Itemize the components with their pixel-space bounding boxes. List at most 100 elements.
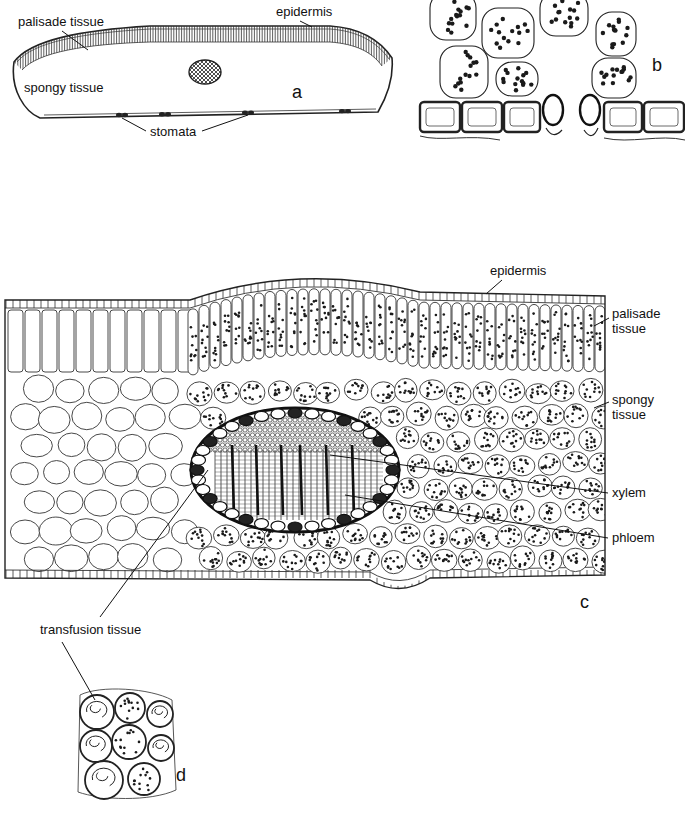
chloroplast-dot	[294, 312, 297, 315]
chloroplast-dot	[443, 417, 446, 420]
chloroplast-dot	[506, 39, 510, 43]
chloroplast-dot	[190, 326, 193, 329]
epidermal-wall	[272, 281, 273, 289]
chloroplast-dot	[512, 435, 515, 438]
spongy-cell	[579, 428, 602, 451]
chloroplast-dot	[412, 355, 415, 358]
parenchyma-cell	[106, 408, 135, 432]
chloroplast-dot	[386, 386, 389, 389]
chloroplast-dot	[404, 428, 407, 431]
chloroplast-dot	[244, 533, 247, 536]
chloroplast-dot	[454, 485, 457, 488]
parenchyma-cell	[161, 310, 176, 372]
chloroplast-dot	[217, 339, 220, 342]
chloroplast-dot	[483, 436, 486, 439]
chloroplast-dot	[458, 9, 462, 13]
chloroplast-dot	[249, 330, 252, 333]
chloroplast-dot	[466, 411, 469, 414]
chloroplast-dot	[543, 321, 546, 324]
chloroplast-dot	[477, 461, 480, 464]
chloroplast-dot	[232, 560, 235, 563]
stoma-guard-cell	[248, 111, 254, 115]
chloroplast-dot	[520, 331, 523, 334]
chloroplast-dot	[535, 323, 538, 326]
chloroplast-dot	[335, 341, 338, 344]
chloroplast-dot	[559, 492, 562, 495]
epidermal-wall	[321, 279, 322, 287]
chloroplast-dot	[522, 342, 525, 345]
epidermal-cell	[644, 102, 684, 132]
chloroplast-dot	[274, 389, 277, 392]
stoma-guard-cell	[116, 113, 122, 117]
chloroplast-dot	[278, 308, 281, 311]
chloroplast-dot	[564, 390, 567, 393]
chloroplast-dot	[500, 464, 503, 467]
epidermal-wall	[174, 570, 175, 578]
chloroplast-dot	[584, 393, 587, 396]
chloroplast-dot	[318, 392, 321, 395]
chloroplast-dot	[421, 355, 424, 358]
palisade-line	[140, 18, 141, 76]
chloroplast-dot	[459, 487, 462, 490]
epidermal-wall	[83, 570, 84, 578]
epidermal-wall	[335, 570, 336, 578]
chloroplast-dot	[555, 392, 558, 395]
chloroplast-dot	[510, 29, 514, 33]
palisade-line	[384, 18, 385, 76]
chloroplast-dot	[497, 563, 500, 566]
chloroplast-dot	[520, 317, 523, 320]
epidermal-wall	[48, 570, 49, 578]
palisade-line	[238, 18, 239, 76]
chloroplast-dot	[421, 459, 424, 462]
chloroplast-dot	[219, 422, 222, 425]
chloroplast-dot	[564, 324, 567, 327]
chloroplast-dot	[388, 308, 391, 311]
chloroplast-dot	[489, 418, 492, 421]
chloroplast-dot	[320, 318, 323, 321]
chloroplast-dot	[322, 302, 325, 305]
epidermal-wall	[34, 570, 35, 578]
spongy-cell	[186, 527, 212, 549]
spongy-cell	[344, 379, 368, 400]
epidermal-wall	[104, 300, 105, 308]
chloroplast-dot	[593, 507, 596, 510]
chloroplast-dot	[557, 10, 561, 14]
chloroplast-dot	[346, 336, 349, 339]
chloroplast-dot	[382, 394, 385, 397]
chloroplast-dot	[594, 445, 597, 448]
chloroplast-dot	[581, 516, 584, 519]
chloroplast-dot	[565, 313, 568, 316]
chloroplast-dot	[202, 391, 205, 394]
chloroplast-dot	[398, 317, 401, 320]
chloroplast-dot	[269, 538, 272, 541]
chloroplast-dot	[216, 562, 219, 565]
chloroplast-dot	[508, 431, 511, 434]
chloroplast-dot	[280, 333, 283, 336]
chloroplast-dot	[323, 531, 326, 534]
chloroplast-dot	[287, 566, 290, 569]
chloroplast-dot	[248, 384, 251, 387]
chloroplast-dot	[445, 330, 448, 333]
spongy-cell	[510, 546, 534, 570]
chloroplast-dot	[454, 336, 457, 339]
spongy-cell	[381, 406, 404, 426]
chloroplast-dot	[356, 324, 359, 327]
epidermal-wall	[300, 570, 301, 578]
chloroplast-dot	[381, 538, 384, 541]
chloroplast-dot	[469, 417, 472, 420]
spongy-cell	[410, 502, 434, 523]
chloroplast-dot	[421, 552, 424, 555]
chloroplast-dot	[525, 424, 528, 427]
chloroplast-dot	[419, 508, 422, 511]
chloroplast-dot	[227, 315, 230, 318]
epidermal-wall	[328, 279, 329, 287]
chloroplast-dot	[599, 342, 602, 345]
spongy-cell	[294, 383, 318, 405]
chloroplast-dot	[543, 442, 546, 445]
palisade-cell	[287, 289, 297, 355]
chloroplast-dot	[260, 541, 263, 544]
chloroplast-dot	[420, 335, 423, 338]
palisade-line	[335, 18, 336, 76]
chloroplast-dot	[503, 489, 506, 492]
chloroplast-dot	[520, 411, 523, 414]
